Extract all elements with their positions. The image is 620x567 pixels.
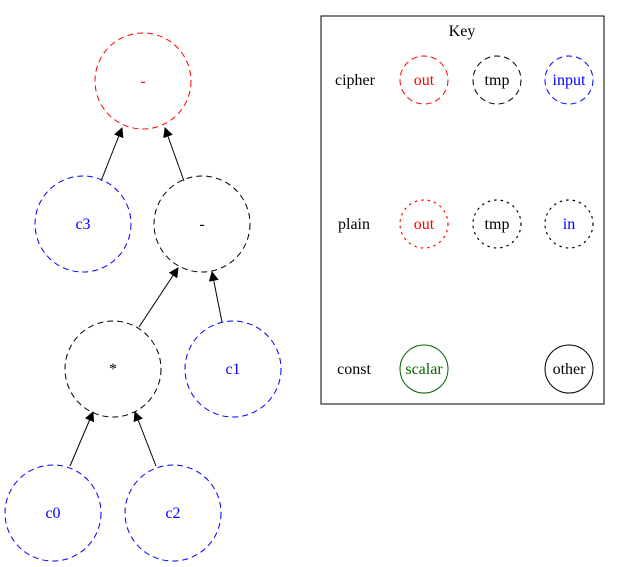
- key-border: [320, 15, 605, 405]
- node-c2-label: c2: [165, 505, 180, 522]
- node-c0-label: c0: [45, 505, 60, 522]
- key-cipher-input-label: input: [553, 72, 586, 89]
- key-const-other: other: [544, 344, 594, 394]
- edge-c1-to-sub-inner: [208, 271, 223, 323]
- node-sub-inner: -: [153, 175, 251, 273]
- key-cipher-input: input: [544, 55, 594, 105]
- key-plain-tmp-label: tmp: [485, 216, 510, 233]
- key-row-label-plain: plain: [338, 216, 370, 233]
- key-cipher-out-label: out: [414, 72, 435, 89]
- key-row-label-cipher: cipher: [335, 72, 376, 89]
- node-c3: c3: [34, 175, 132, 273]
- key-const-scalar: scalar: [399, 344, 449, 394]
- node-c3-label: c3: [75, 216, 90, 233]
- node-sub-root-label: -: [140, 73, 145, 90]
- key-const-scalar-label: scalar: [405, 361, 443, 378]
- node-c0: c0: [4, 464, 102, 562]
- edges: [69, 127, 223, 467]
- node-mul-label: *: [109, 361, 117, 378]
- key-const-other-label: other: [553, 361, 587, 378]
- edge-mul-to-sub-inner: [138, 267, 179, 328]
- key-cipher-tmp-label: tmp: [485, 72, 510, 89]
- node-sub-root: -: [94, 32, 192, 130]
- key-title: Key: [449, 23, 476, 40]
- key-plain-out-label: out: [414, 216, 435, 233]
- key-plain-tmp: tmp: [472, 199, 522, 249]
- key-row-label-const: const: [337, 361, 371, 378]
- edge-sub-inner-to-sub-root: [163, 127, 185, 182]
- node-c1-label: c1: [225, 361, 240, 378]
- key-plain-out: out: [399, 199, 449, 249]
- node-c1: c1: [184, 320, 282, 418]
- key-cipher-tmp: tmp: [472, 55, 522, 105]
- edge-c0-to-mul: [69, 411, 95, 467]
- key-plain-in: in: [544, 199, 594, 249]
- key-legend: Key cipher out tmp input plain out tmp i…: [320, 15, 605, 405]
- node-c2: c2: [124, 464, 222, 562]
- key-cipher-out: out: [399, 55, 449, 105]
- node-sub-inner-label: -: [199, 216, 204, 233]
- node-mul: *: [64, 320, 162, 418]
- edge-c2-to-mul: [133, 411, 157, 467]
- edge-c3-to-sub-root: [100, 127, 124, 182]
- key-plain-in-label: in: [563, 216, 575, 233]
